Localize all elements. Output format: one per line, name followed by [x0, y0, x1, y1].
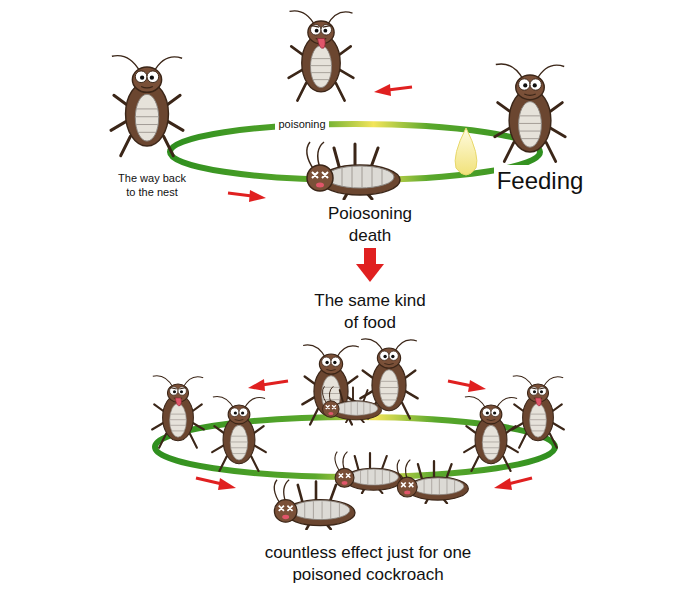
cockroach	[512, 376, 564, 448]
dead-cockroach	[335, 452, 403, 493]
cockroach	[495, 64, 565, 162]
flow-arrow	[448, 380, 486, 392]
cockroach	[212, 397, 266, 471]
cockroach	[152, 376, 204, 448]
step-label: poisoning	[275, 117, 328, 131]
bait-drop	[455, 128, 477, 175]
cockroach	[464, 397, 518, 471]
step-label: The way back to the nest	[112, 171, 192, 200]
dead-cockroach	[322, 386, 381, 422]
cockroach	[111, 56, 183, 156]
down-arrow	[356, 248, 384, 282]
flow-arrow	[228, 190, 266, 202]
flow-arrow	[248, 379, 288, 391]
caption: countless effect just for one poisoned c…	[262, 542, 474, 586]
step-label: Feeding	[494, 165, 587, 196]
step-label: The same kind of food	[309, 290, 431, 334]
flow-arrow	[494, 478, 532, 490]
dead-cockroach	[307, 142, 400, 199]
flow-arrow	[374, 84, 412, 96]
step-label: Poiosoning death	[318, 203, 422, 247]
dead-cockroach	[397, 460, 468, 504]
flow-arrow	[196, 478, 236, 490]
cockroach	[289, 11, 354, 101]
